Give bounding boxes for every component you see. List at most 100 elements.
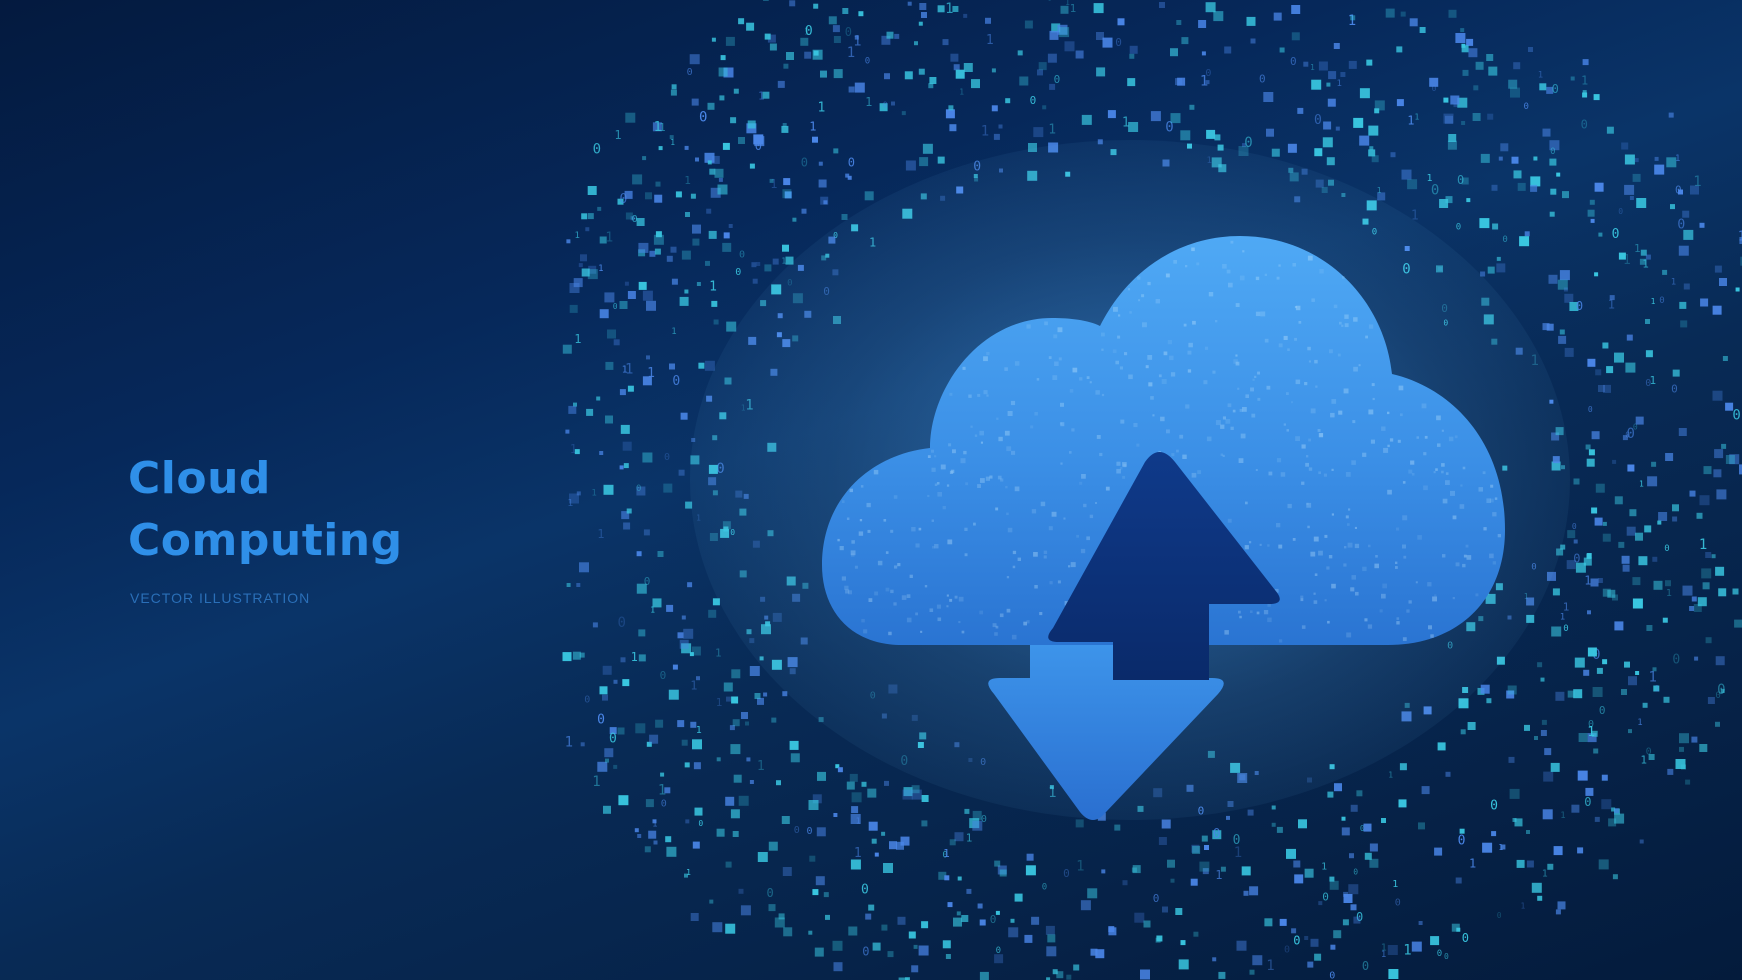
cloud-texture-dot [851, 553, 855, 557]
particle-square [572, 651, 581, 660]
particle-square [1019, 76, 1029, 86]
cloud-texture-dot [1362, 566, 1367, 572]
particle-square [666, 255, 673, 262]
cloud-texture-dot [1053, 334, 1058, 339]
particle-square [918, 21, 923, 26]
cloud-texture-dot [1136, 443, 1140, 447]
particle-square [937, 5, 945, 13]
binary-digit: 1 [592, 774, 600, 790]
particle-square [1621, 142, 1629, 150]
cloud-texture-dot [950, 469, 955, 474]
particle-square [1318, 901, 1323, 906]
particle-square [944, 875, 950, 881]
particle-square [749, 163, 755, 169]
cloud-texture-dot [1173, 260, 1177, 264]
particle-square [578, 263, 583, 268]
particle-square [1624, 154, 1635, 165]
particle-square [937, 156, 945, 164]
binary-digit: 1 [690, 679, 697, 693]
particle-square [808, 930, 813, 935]
cloud-texture-dot [1462, 466, 1466, 470]
cloud-texture-dot [1118, 314, 1121, 317]
particle-square [1626, 526, 1636, 536]
cloud-texture-dot [1255, 276, 1260, 281]
cloud-texture-dot [1395, 566, 1398, 569]
cloud-texture-dot [1283, 335, 1288, 340]
binary-digit: 1 [1699, 537, 1707, 553]
cloud-texture-dot [1313, 536, 1319, 542]
particle-square [1450, 95, 1460, 105]
particle-square [1507, 685, 1517, 695]
particle-square [1224, 46, 1232, 54]
particle-square [646, 741, 652, 747]
particle-square [627, 385, 634, 392]
binary-digit: 1 [854, 846, 862, 861]
particle-square [768, 841, 778, 851]
particle-square [1333, 930, 1342, 939]
particle-square [1665, 453, 1674, 461]
cloud-texture-dot [948, 443, 952, 447]
cloud-texture-dot [1239, 275, 1245, 281]
particle-square [769, 178, 774, 183]
cloud-texture-dot [1402, 544, 1406, 549]
particle-square [778, 913, 785, 920]
binary-digit: 1 [1623, 253, 1631, 268]
particle-square [1064, 41, 1075, 52]
particle-square [868, 904, 875, 911]
cloud-texture-dot [1478, 487, 1483, 492]
binary-digit: 0 [1456, 223, 1461, 233]
cloud-texture-dot [841, 576, 846, 581]
particle-square [669, 135, 674, 140]
particle-square [1369, 858, 1379, 868]
cloud-texture-dot [1287, 503, 1292, 509]
particle-square [587, 213, 594, 220]
particle-square [716, 828, 725, 837]
particle-square [685, 819, 690, 824]
particle-square [1592, 687, 1603, 697]
particle-square [1514, 818, 1523, 827]
cloud-texture-dot [983, 356, 988, 362]
particle-square [1663, 696, 1670, 703]
cloud-texture-dot [1352, 420, 1356, 424]
cloud-texture-dot [1368, 324, 1374, 329]
cloud-texture-dot [1358, 364, 1361, 367]
cloud-texture-dot [1089, 381, 1092, 384]
particle-square [1482, 842, 1493, 853]
particle-square [562, 652, 572, 662]
particle-square [861, 781, 867, 787]
particle-square [842, 8, 849, 14]
particle-square [1597, 578, 1603, 583]
particle-square [1542, 128, 1551, 137]
particle-square [1429, 77, 1439, 87]
cloud-texture-dot [1364, 618, 1368, 622]
particle-square [1286, 848, 1296, 859]
cloud-texture-dot [1343, 388, 1349, 394]
cloud-texture-dot [1489, 498, 1494, 503]
particle-square [622, 441, 632, 451]
binary-digit: 1 [966, 832, 973, 845]
particle-square [684, 145, 689, 150]
particle-square [725, 861, 732, 868]
binary-digit: 0 [996, 946, 1001, 956]
cloud-texture-dot [1442, 498, 1448, 504]
particle-square [1459, 828, 1465, 834]
particle-square [636, 583, 647, 594]
cloud-texture-dot [849, 488, 853, 493]
particle-square [708, 609, 717, 618]
particle-square [644, 846, 651, 853]
particle-square [1051, 23, 1061, 33]
particle-square [997, 865, 1007, 875]
binary-digit: 1 [1234, 845, 1242, 861]
binary-digit: 0 [1584, 795, 1591, 809]
cloud-texture-dot [1308, 360, 1311, 363]
binary-digit: 1 [570, 442, 577, 456]
particle-square [995, 910, 1000, 915]
particle-square [648, 830, 657, 839]
cloud-texture-dot [1381, 426, 1386, 431]
particle-square [1028, 143, 1037, 152]
binary-digit: 0 [1618, 207, 1623, 216]
particle-square [1335, 126, 1340, 131]
binary-digit: 0 [1047, 0, 1053, 4]
binary-digit: 1 [1640, 754, 1647, 767]
cloud-texture-dot [1127, 288, 1131, 291]
